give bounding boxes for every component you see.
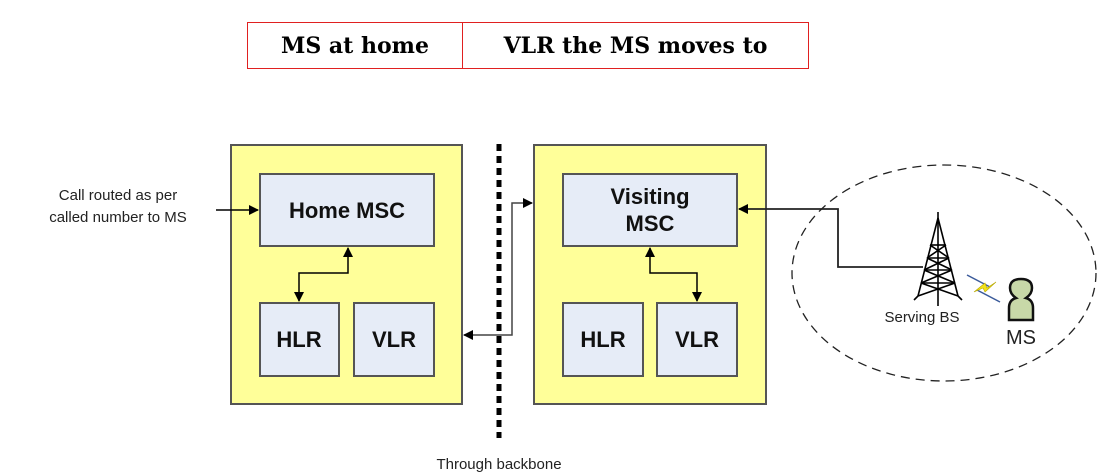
visited-vlr-node [656,302,738,377]
incoming-call-label-line1: Call routed as per [59,187,177,204]
ms-label: MS [1006,327,1036,349]
home-vlr-label: VLR [372,327,416,352]
visited-hlr-node [562,302,644,377]
bs-to-msc-link [738,204,923,268]
home-hlr-label: HLR [276,327,321,352]
home-hlr-node [259,302,340,377]
backbone: Through backbone [436,144,562,473]
home-msc-label: Home MSC [289,198,405,223]
serving-bs-label: Serving BS [884,309,959,326]
visited-vlr-label: VLR [675,327,719,352]
tower-icon [913,212,963,306]
radio-link-icon [966,274,1001,303]
backbone-label: Through backbone [436,456,561,473]
header-cell-ms-at-home: MS at home [247,22,463,69]
home-msc-hlr-link [294,247,353,302]
incoming-call: Call routed as per called number to MS [49,187,259,226]
visiting-msc-vlr-link [645,247,702,302]
header-cell-vlr-ms-moves-to: VLR the MS moves to [462,22,809,69]
visited-hlr-label: HLR [580,327,625,352]
home-msc-node [259,173,435,247]
visiting-msc-label-line2: MSC [626,211,675,236]
visiting-msc-node [562,173,738,247]
home-network: Home MSC HLR VLR [230,144,463,405]
visiting-msc-label-line1: Visiting [610,184,689,209]
cell-boundary [791,164,1097,382]
visited-network: Visiting MSC HLR VLR [533,144,767,405]
incoming-call-label-line2: called number to MS [49,209,187,226]
cell-area: Serving BS MS [738,164,1097,382]
backbone-link [463,198,533,340]
home-vlr-node [353,302,435,377]
mobile-station-icon [1007,277,1035,322]
